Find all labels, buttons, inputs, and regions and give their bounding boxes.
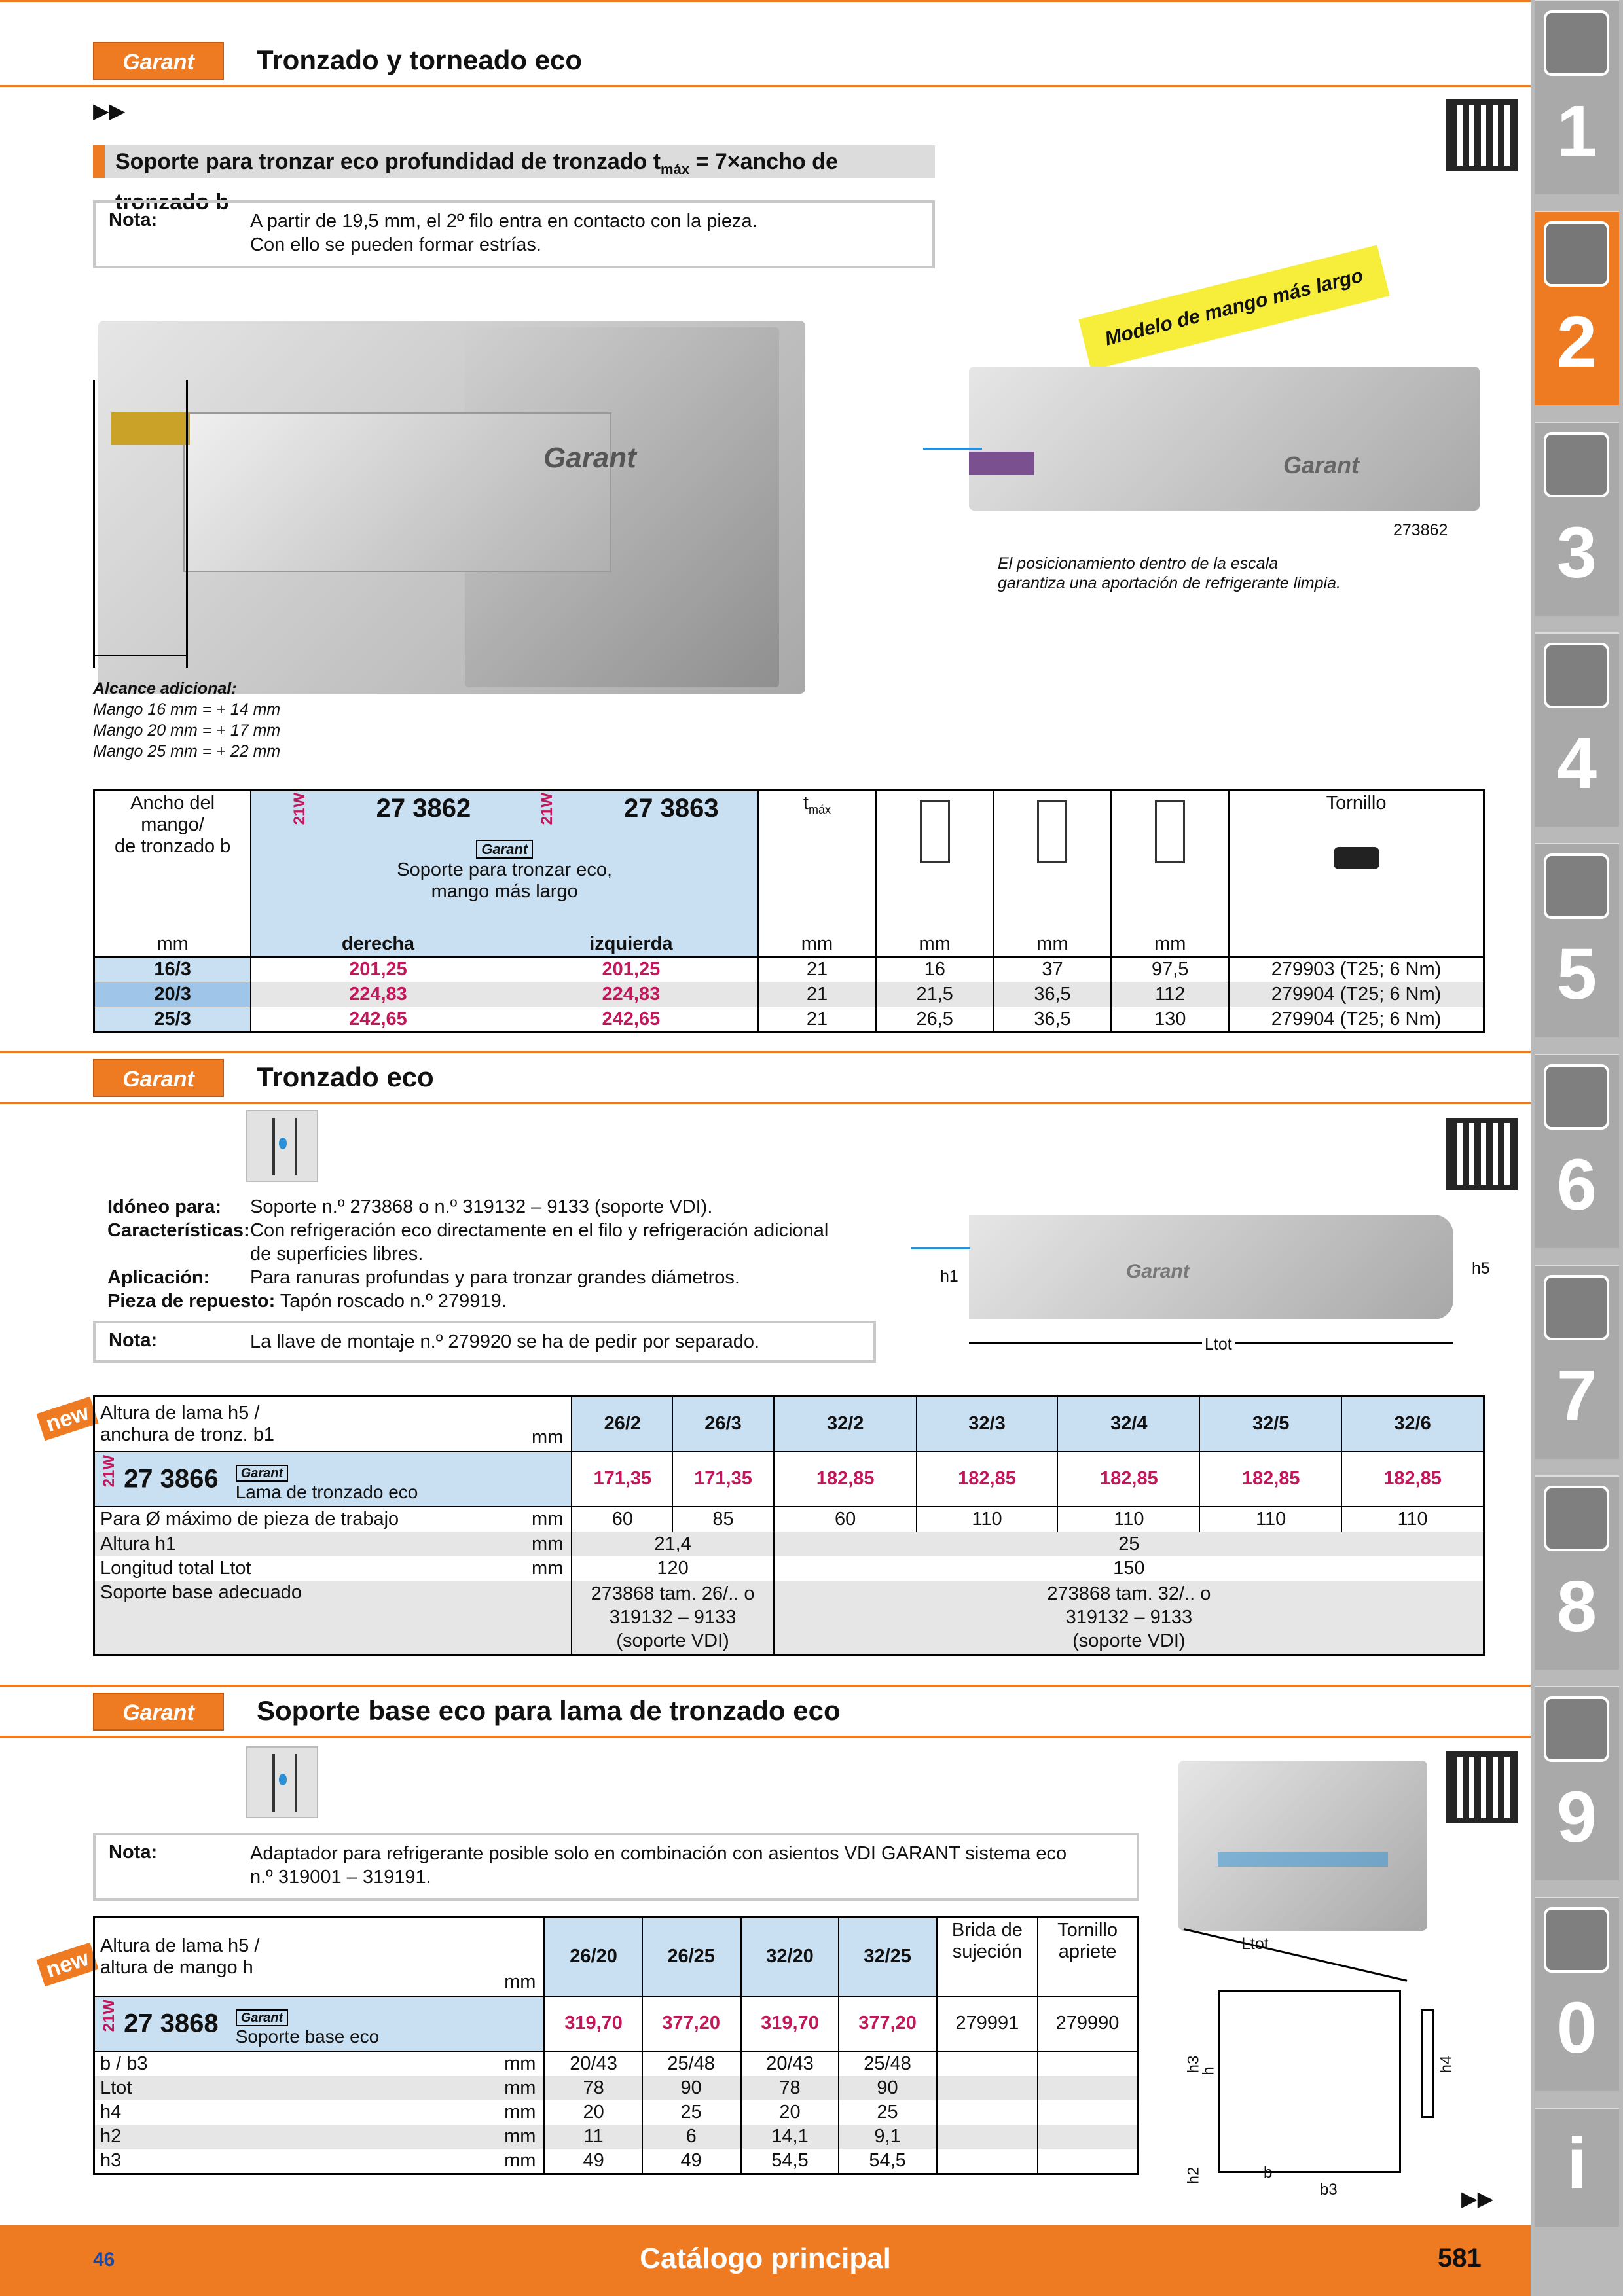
section-divider xyxy=(0,1051,1531,1053)
section-title: Tronzado eco xyxy=(257,1062,434,1092)
pliers-icon xyxy=(1544,1275,1609,1340)
chuck-icon xyxy=(1544,432,1609,497)
garant-mini-logo: Garant xyxy=(476,840,534,859)
toolbox-icon xyxy=(1544,1486,1609,1551)
chapter-tab-2[interactable]: 2 xyxy=(1535,211,1619,405)
caliper-icon xyxy=(1544,643,1609,708)
new-badge: new xyxy=(36,1396,99,1441)
dimension-diagram-3 xyxy=(1111,790,1230,932)
dimension-diagram-2 xyxy=(993,790,1112,932)
table-row: 20/3 224,83 224,83 21 21,5 36,5 112 2799… xyxy=(94,982,1484,1007)
chapter-tab-4[interactable]: 4 xyxy=(1535,632,1619,827)
dim-label-h5: h5 xyxy=(1472,1259,1490,1278)
engraved-logo: Garant xyxy=(543,442,636,474)
chapter-tab-0[interactable]: 0 xyxy=(1535,1897,1619,2091)
dim-line-ltot xyxy=(1183,1928,1408,1982)
section-title: Tronzado y torneado eco xyxy=(257,45,583,75)
table-row: 16/3 201,25 201,25 21 16 37 97,5 279903 … xyxy=(94,956,1484,982)
dimension-diagram-1 xyxy=(875,790,994,932)
spec-block: Idóneo para:Soporte n.º 273868 o n.º 319… xyxy=(107,1196,829,1312)
qr-code[interactable] xyxy=(1446,1118,1518,1190)
section-title: Soporte base eco para lama de tronzado e… xyxy=(257,1695,841,1726)
product-photo-long-shank: Garant xyxy=(969,367,1480,511)
footer-title: Catálogo principal xyxy=(640,2242,891,2274)
qr-code[interactable] xyxy=(1446,99,1518,171)
base-holder-drawing: h3 h h2 h4 b b3 xyxy=(1178,1977,1455,2199)
coolant-arrow xyxy=(911,1247,970,1249)
chapter-tab-info[interactable]: i xyxy=(1535,2108,1619,2227)
page-number-left: 46 xyxy=(93,2249,115,2270)
coolant-arrow xyxy=(923,448,982,450)
forward-arrows-icon: ▶▶ xyxy=(93,99,126,122)
coolant-caption: El posicionamiento dentro de la escala g… xyxy=(998,554,1341,592)
dim-line-left xyxy=(93,380,95,668)
note-box: Nota: A partir de 19,5 mm, el 2º filo en… xyxy=(93,200,935,268)
forward-arrows-icon: ▶▶ xyxy=(1461,2187,1494,2210)
table-row: 25/3 242,65 242,65 21 26,5 36,5 130 2799… xyxy=(94,1007,1484,1032)
chapter-tab-strip: 1 2 3 4 5 6 7 8 9 0 i xyxy=(1531,0,1623,2296)
base-holder-photo xyxy=(1178,1761,1427,1931)
product-subtitle: Soporte para tronzar eco profundidad de … xyxy=(93,145,935,215)
dim-label-ltot: Ltot xyxy=(1202,1335,1235,1354)
qr-code[interactable] xyxy=(1446,1751,1518,1823)
chapter-tab-3[interactable]: 3 xyxy=(1535,422,1619,616)
screw-icon xyxy=(1333,847,1379,869)
section-divider xyxy=(0,1102,1531,1104)
new-badge: new xyxy=(36,1942,99,1987)
dim-line-right xyxy=(186,380,188,668)
chapter-tab-9[interactable]: 9 xyxy=(1535,1686,1619,1880)
coolant-icon xyxy=(246,1746,318,1818)
note-box: Nota: La llave de montaje n.º 279920 se … xyxy=(93,1321,876,1363)
note-box: Nota: Adaptador para refrigerante posibl… xyxy=(93,1833,1139,1901)
top-divider xyxy=(0,0,1531,2)
chapter-tab-7[interactable]: 7 xyxy=(1535,1265,1619,1459)
section-divider xyxy=(0,1736,1531,1738)
section-divider xyxy=(0,1685,1531,1687)
chapter-tab-5[interactable]: 5 xyxy=(1535,843,1619,1037)
chapter-tab-6[interactable]: 6 xyxy=(1535,1054,1619,1248)
garant-logo: Garant xyxy=(93,42,224,80)
garant-logo: Garant xyxy=(93,1059,224,1097)
garant-logo: Garant xyxy=(93,1693,224,1731)
dim-arrow xyxy=(93,655,186,656)
wrench-icon xyxy=(1544,1064,1609,1130)
blade-photo: Garant xyxy=(969,1215,1453,1319)
footer-bar: 46 Catálogo principal 581 xyxy=(0,2225,1531,2296)
product-photo-holder: Garant xyxy=(98,321,805,694)
safety-glasses-icon xyxy=(1544,1907,1609,1973)
coolant-icon xyxy=(246,1110,318,1182)
drill-icon xyxy=(1544,10,1609,76)
dim-label-h1: h1 xyxy=(940,1267,958,1285)
dim-label-ltot: Ltot xyxy=(1241,1935,1269,1953)
chapter-tab-8[interactable]: 8 xyxy=(1535,1475,1619,1670)
cabinet-icon xyxy=(1544,1696,1609,1762)
table-row: Soporte base adecuado 273868 tam. 26/.. … xyxy=(94,1580,1484,1655)
grinding-wheel-icon xyxy=(1544,853,1609,919)
reach-block: Alcance adicional: Mango 16 mm = + 14 mm… xyxy=(93,679,281,761)
page-number-right: 581 xyxy=(1438,2244,1482,2272)
photo-caption: 273862 xyxy=(1393,521,1448,539)
section-divider xyxy=(0,85,1531,87)
chapter-tab-1[interactable]: 1 xyxy=(1535,0,1619,194)
longer-shank-banner: Modelo de mango más largo xyxy=(1078,245,1390,370)
insert-icon xyxy=(1544,221,1609,287)
